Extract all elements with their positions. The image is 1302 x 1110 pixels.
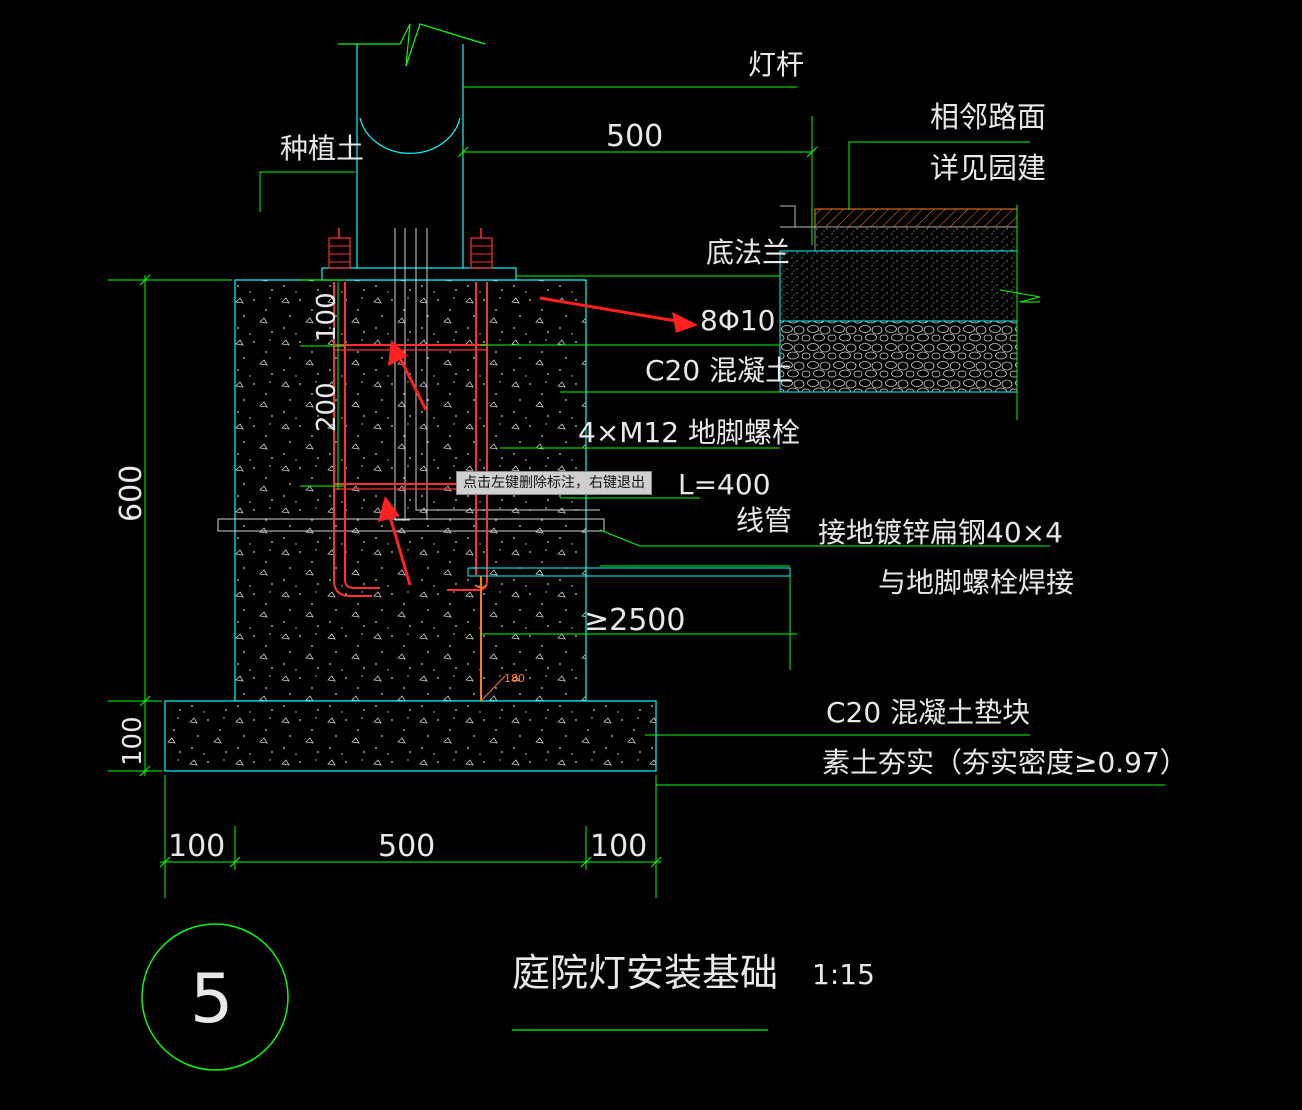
label-concrete: C20 混凝土 [645,354,793,387]
label-weld-note: 与地脚螺栓焊接 [878,566,1074,599]
label-anchor-bolts: 4×M12 地脚螺栓 [578,416,800,449]
label-ground-length: ≥2500 [584,603,685,638]
ground-steel: 180 [467,567,791,702]
annotation-arrows[interactable] [378,296,698,586]
dim-mid-seg: 200 [312,382,342,432]
dim-top-seg: 100 [312,292,342,342]
dim-bottom-right: 100 [590,829,647,864]
dim-pad-thk: 100 [118,716,148,766]
label-base-flange: 底法兰 [706,236,790,269]
labels: 灯杆 相邻路面 详见园建 种植土 底法兰 8Φ10 C20 混凝土 4×M12 … [280,48,1188,779]
anchor-bolt-right [447,228,493,591]
label-bolt-length: L=400 [678,468,771,501]
concrete-pad [164,700,657,772]
conduit [217,228,605,532]
label-compacted-soil: 素土夯实（夯实密度≥0.97） [822,746,1188,779]
leader-lines [259,86,1165,786]
label-pole: 灯杆 [748,48,804,81]
detail-title: 庭院灯安装基础 [512,951,778,995]
detail-number: 5 [190,960,233,1039]
label-adjacent-paving: 相邻路面 [930,100,1046,134]
label-conduit: 线管 [736,504,792,537]
dim-bottom-mid: 500 [378,829,435,864]
dimension-texts: 500 600 100 200 100 100 500 100 [114,119,663,864]
dim-height: 600 [114,465,149,522]
adjacent-paving [779,205,1041,420]
label-planting-soil: 种植土 [280,132,364,165]
detail-number-circle [141,923,289,1071]
label-ground-steel: 接地镀锌扁钢40×4 [818,516,1063,549]
dimension-lines [108,146,818,898]
command-tooltip: 点击左键删除标注，右键退出 [456,471,652,495]
label-pad: C20 混凝土垫块 [826,696,1030,729]
base-flange [321,267,517,281]
dim-bottom-left: 100 [168,829,225,864]
hook-label: 180 [504,672,525,685]
dim-offset: 500 [606,119,663,154]
anchor-bolt-left [328,228,380,597]
label-rebar: 8Φ10 [700,304,775,337]
label-see-landscape: 详见园建 [930,151,1046,185]
title-block: 5 庭院灯安装基础 1:15 [141,923,875,1071]
detail-scale: 1:15 [812,958,875,991]
